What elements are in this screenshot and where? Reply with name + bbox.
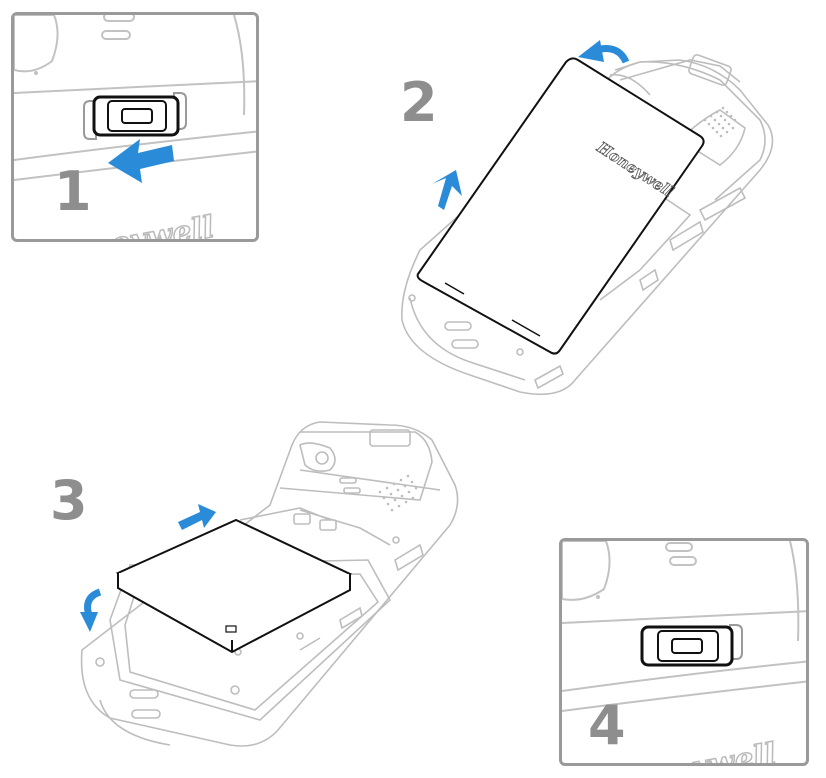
step-number-2: 2 [400, 71, 438, 134]
rotate-arrow-icon [578, 40, 630, 64]
step-number-3: 3 [50, 469, 88, 532]
brand-logo-cropped: eywell [670, 737, 779, 766]
battery-latch [640, 624, 743, 667]
arrow-up-right-icon [432, 170, 462, 210]
step-number-1: 1 [54, 160, 92, 223]
step-1-panel: eywell 1 [11, 12, 259, 242]
step-4-illustration: eywell [562, 541, 806, 766]
step-1-illustration: eywell [14, 15, 256, 239]
step-4-panel: eywell 4 [559, 538, 809, 766]
battery: Honeywell [416, 57, 705, 355]
speaker-grille [703, 106, 737, 138]
rotate-arrow-icon [80, 588, 102, 632]
arrow-left-icon [108, 139, 174, 183]
battery-latch [83, 92, 187, 140]
arrow-right-icon [178, 504, 216, 530]
battery [115, 518, 353, 654]
step-number-4: 4 [588, 694, 626, 757]
